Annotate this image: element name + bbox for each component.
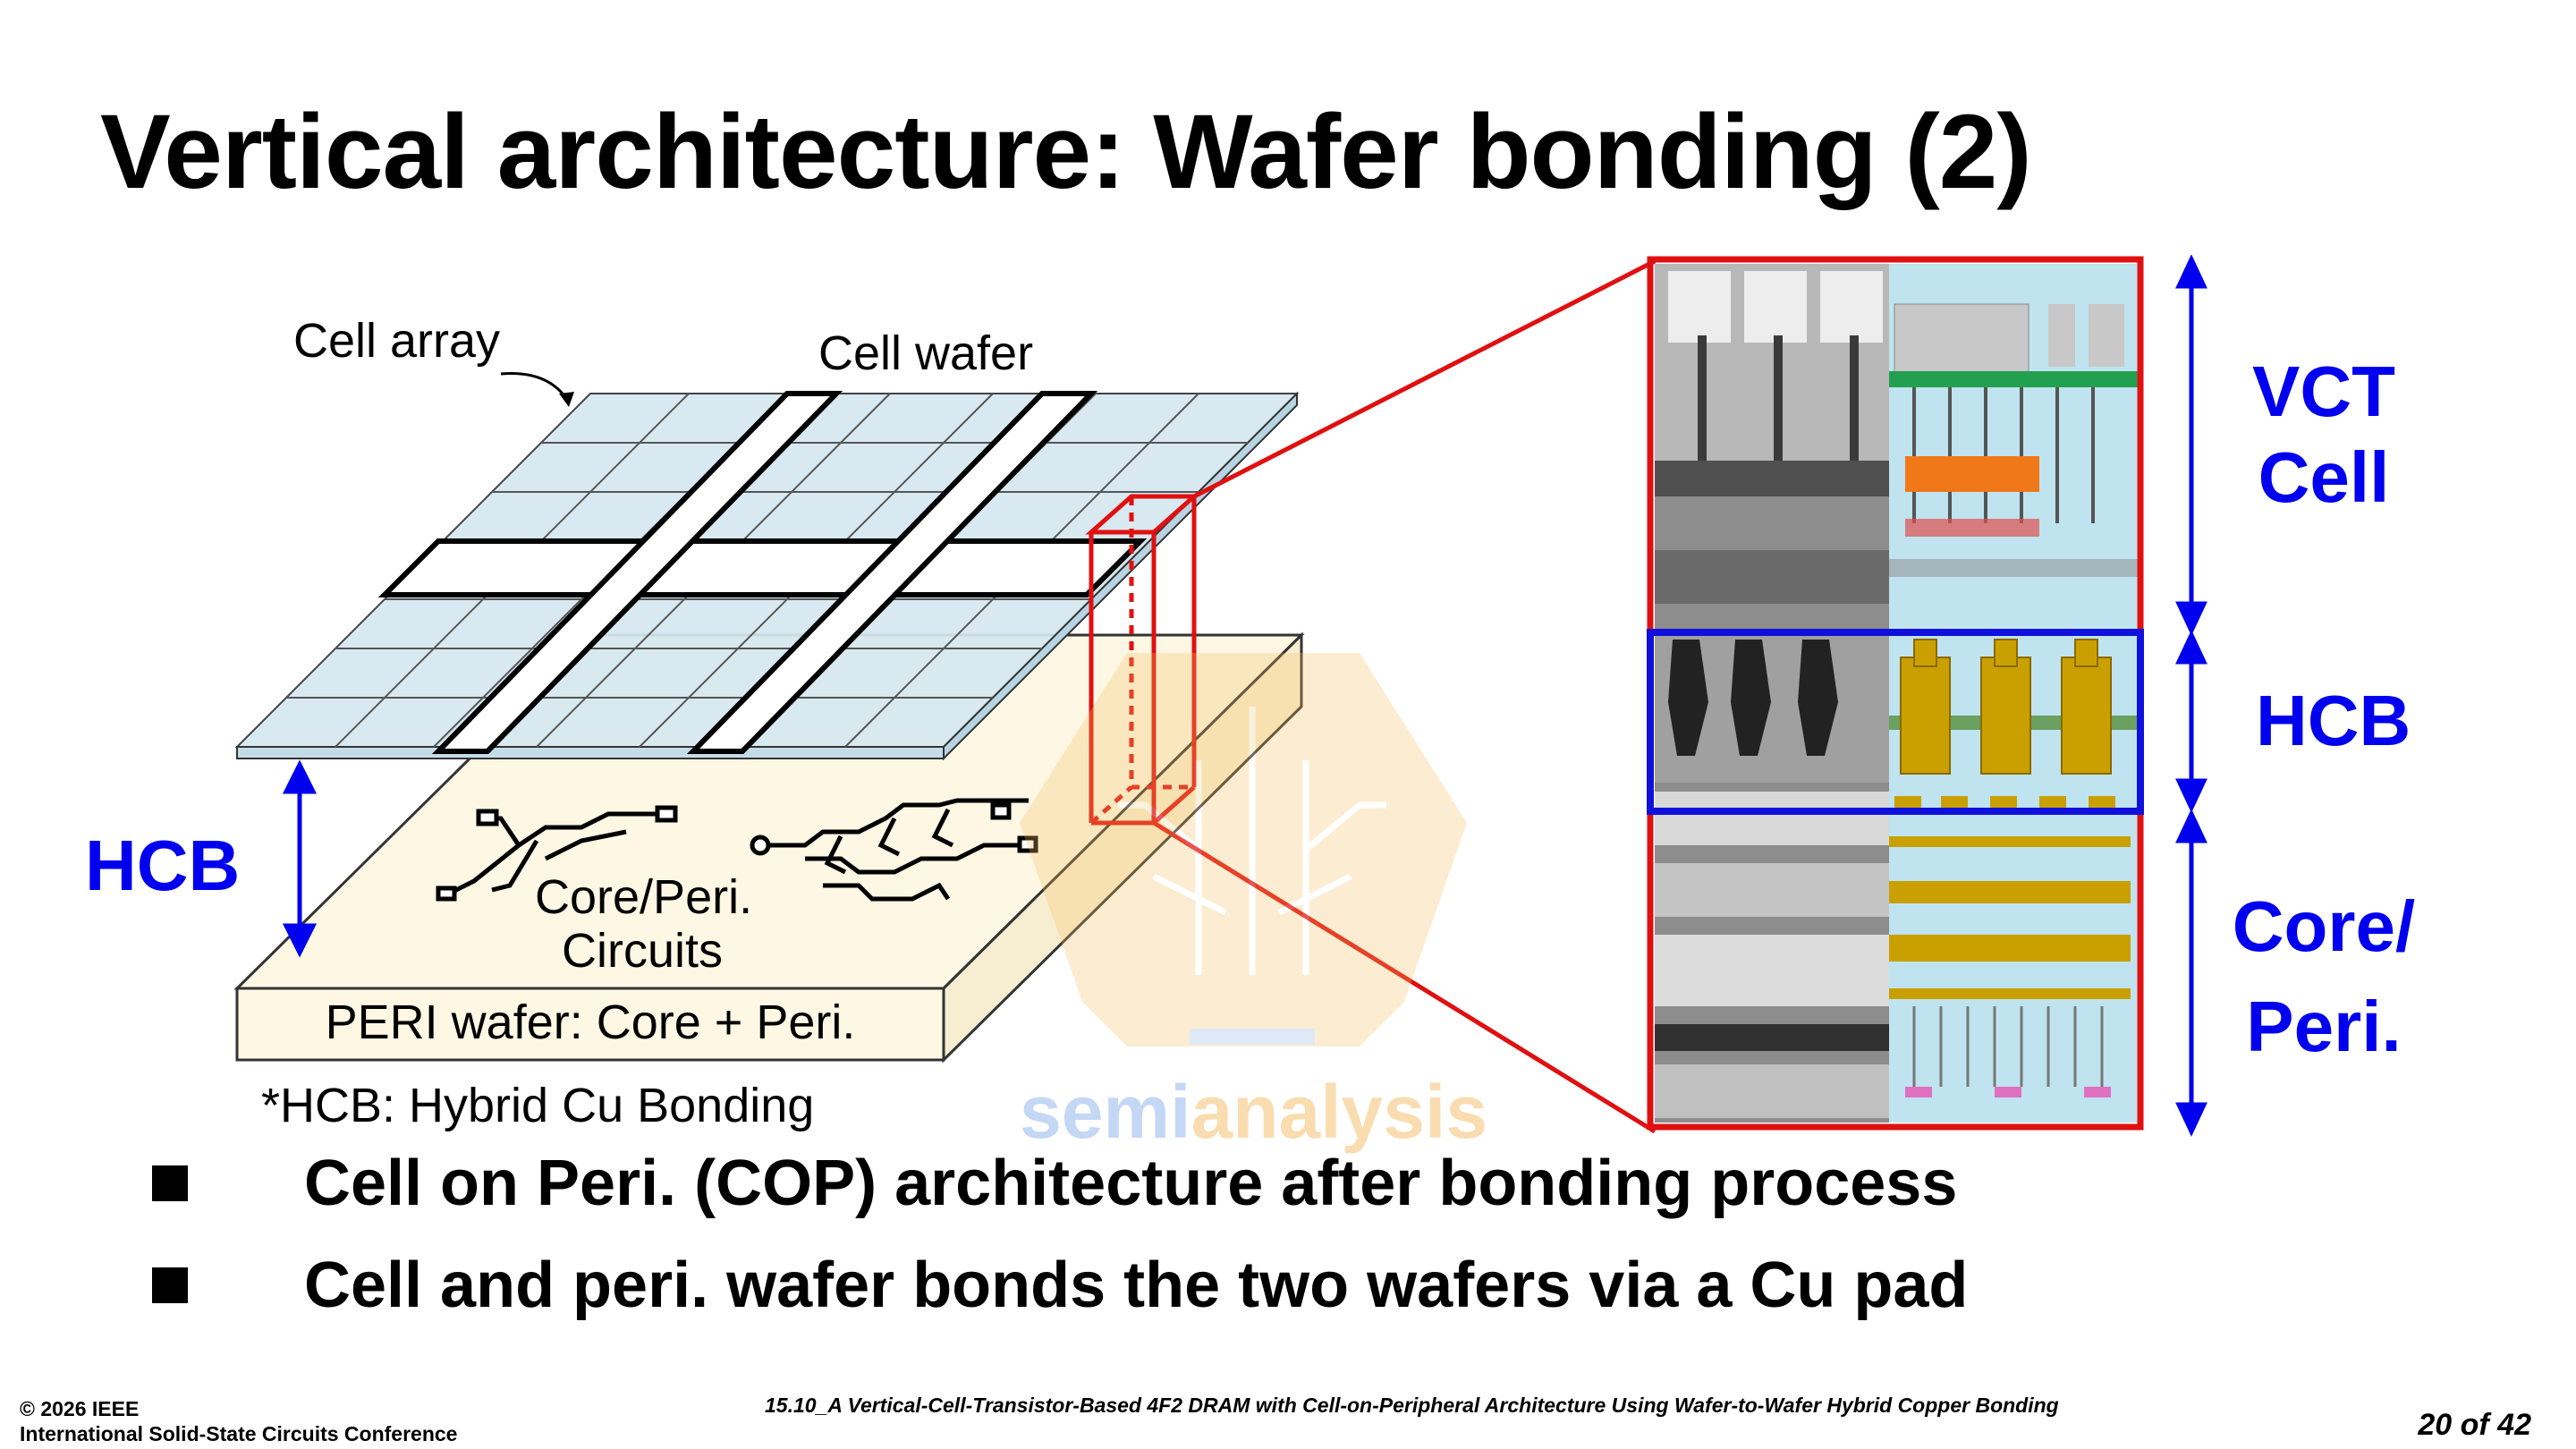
vct-cell-label: VCT Cell — [2252, 352, 2395, 517]
periphery-strips — [377, 391, 1148, 754]
hcb-label-left: HCB — [85, 826, 241, 905]
bullet-square-icon — [152, 1267, 188, 1303]
hcb-label-right: HCB — [2256, 681, 2411, 760]
cell-wafer-label: Cell wafer — [818, 326, 1034, 380]
footer-conference: International Solid-State Circuits Confe… — [20, 1422, 458, 1445]
footer-page-number: 20 of 42 — [2418, 1408, 2531, 1442]
hcb-arrow-left — [282, 759, 318, 958]
selection-box — [1085, 258, 1657, 1134]
slide-title: Vertical architecture: Wafer bonding (2) — [100, 93, 2032, 211]
right-region-arrows — [2175, 255, 2207, 1137]
core-peri-label-right: Core/ Peri. — [2232, 886, 2416, 1066]
cross-section-hcb-box — [1647, 629, 2144, 815]
circuit-schematic-icon — [436, 798, 1038, 902]
cell-array-label: Cell array — [293, 314, 501, 368]
bullet-1: Cell on Peri. (COP) architecture after b… — [152, 1147, 1957, 1220]
bullet-square-icon — [152, 1165, 188, 1201]
core-peri-circuits-label: Core/Peri. Circuits — [535, 870, 753, 978]
cross-section-image — [1647, 256, 2144, 1131]
bullet-2: Cell and peri. wafer bonds the two wafer… — [152, 1249, 1968, 1322]
cell-array-pointer — [500, 371, 570, 402]
cell-wafer-front — [236, 746, 945, 759]
watermark-logo-icon — [1020, 653, 1467, 1046]
hcb-footnote: *HCB: Hybrid Cu Bonding — [261, 1079, 815, 1132]
footer-paper-title: 15.10_A Vertical-Cell-Transistor-Based 4… — [765, 1394, 2059, 1417]
footer-copyright: © 2026 IEEE — [20, 1397, 140, 1420]
peri-wafer-label: PERI wafer: Core + Peri. — [325, 996, 856, 1049]
watermark-text: semianalysis — [1020, 1070, 1488, 1154]
peri-wafer-side — [942, 631, 1303, 1063]
